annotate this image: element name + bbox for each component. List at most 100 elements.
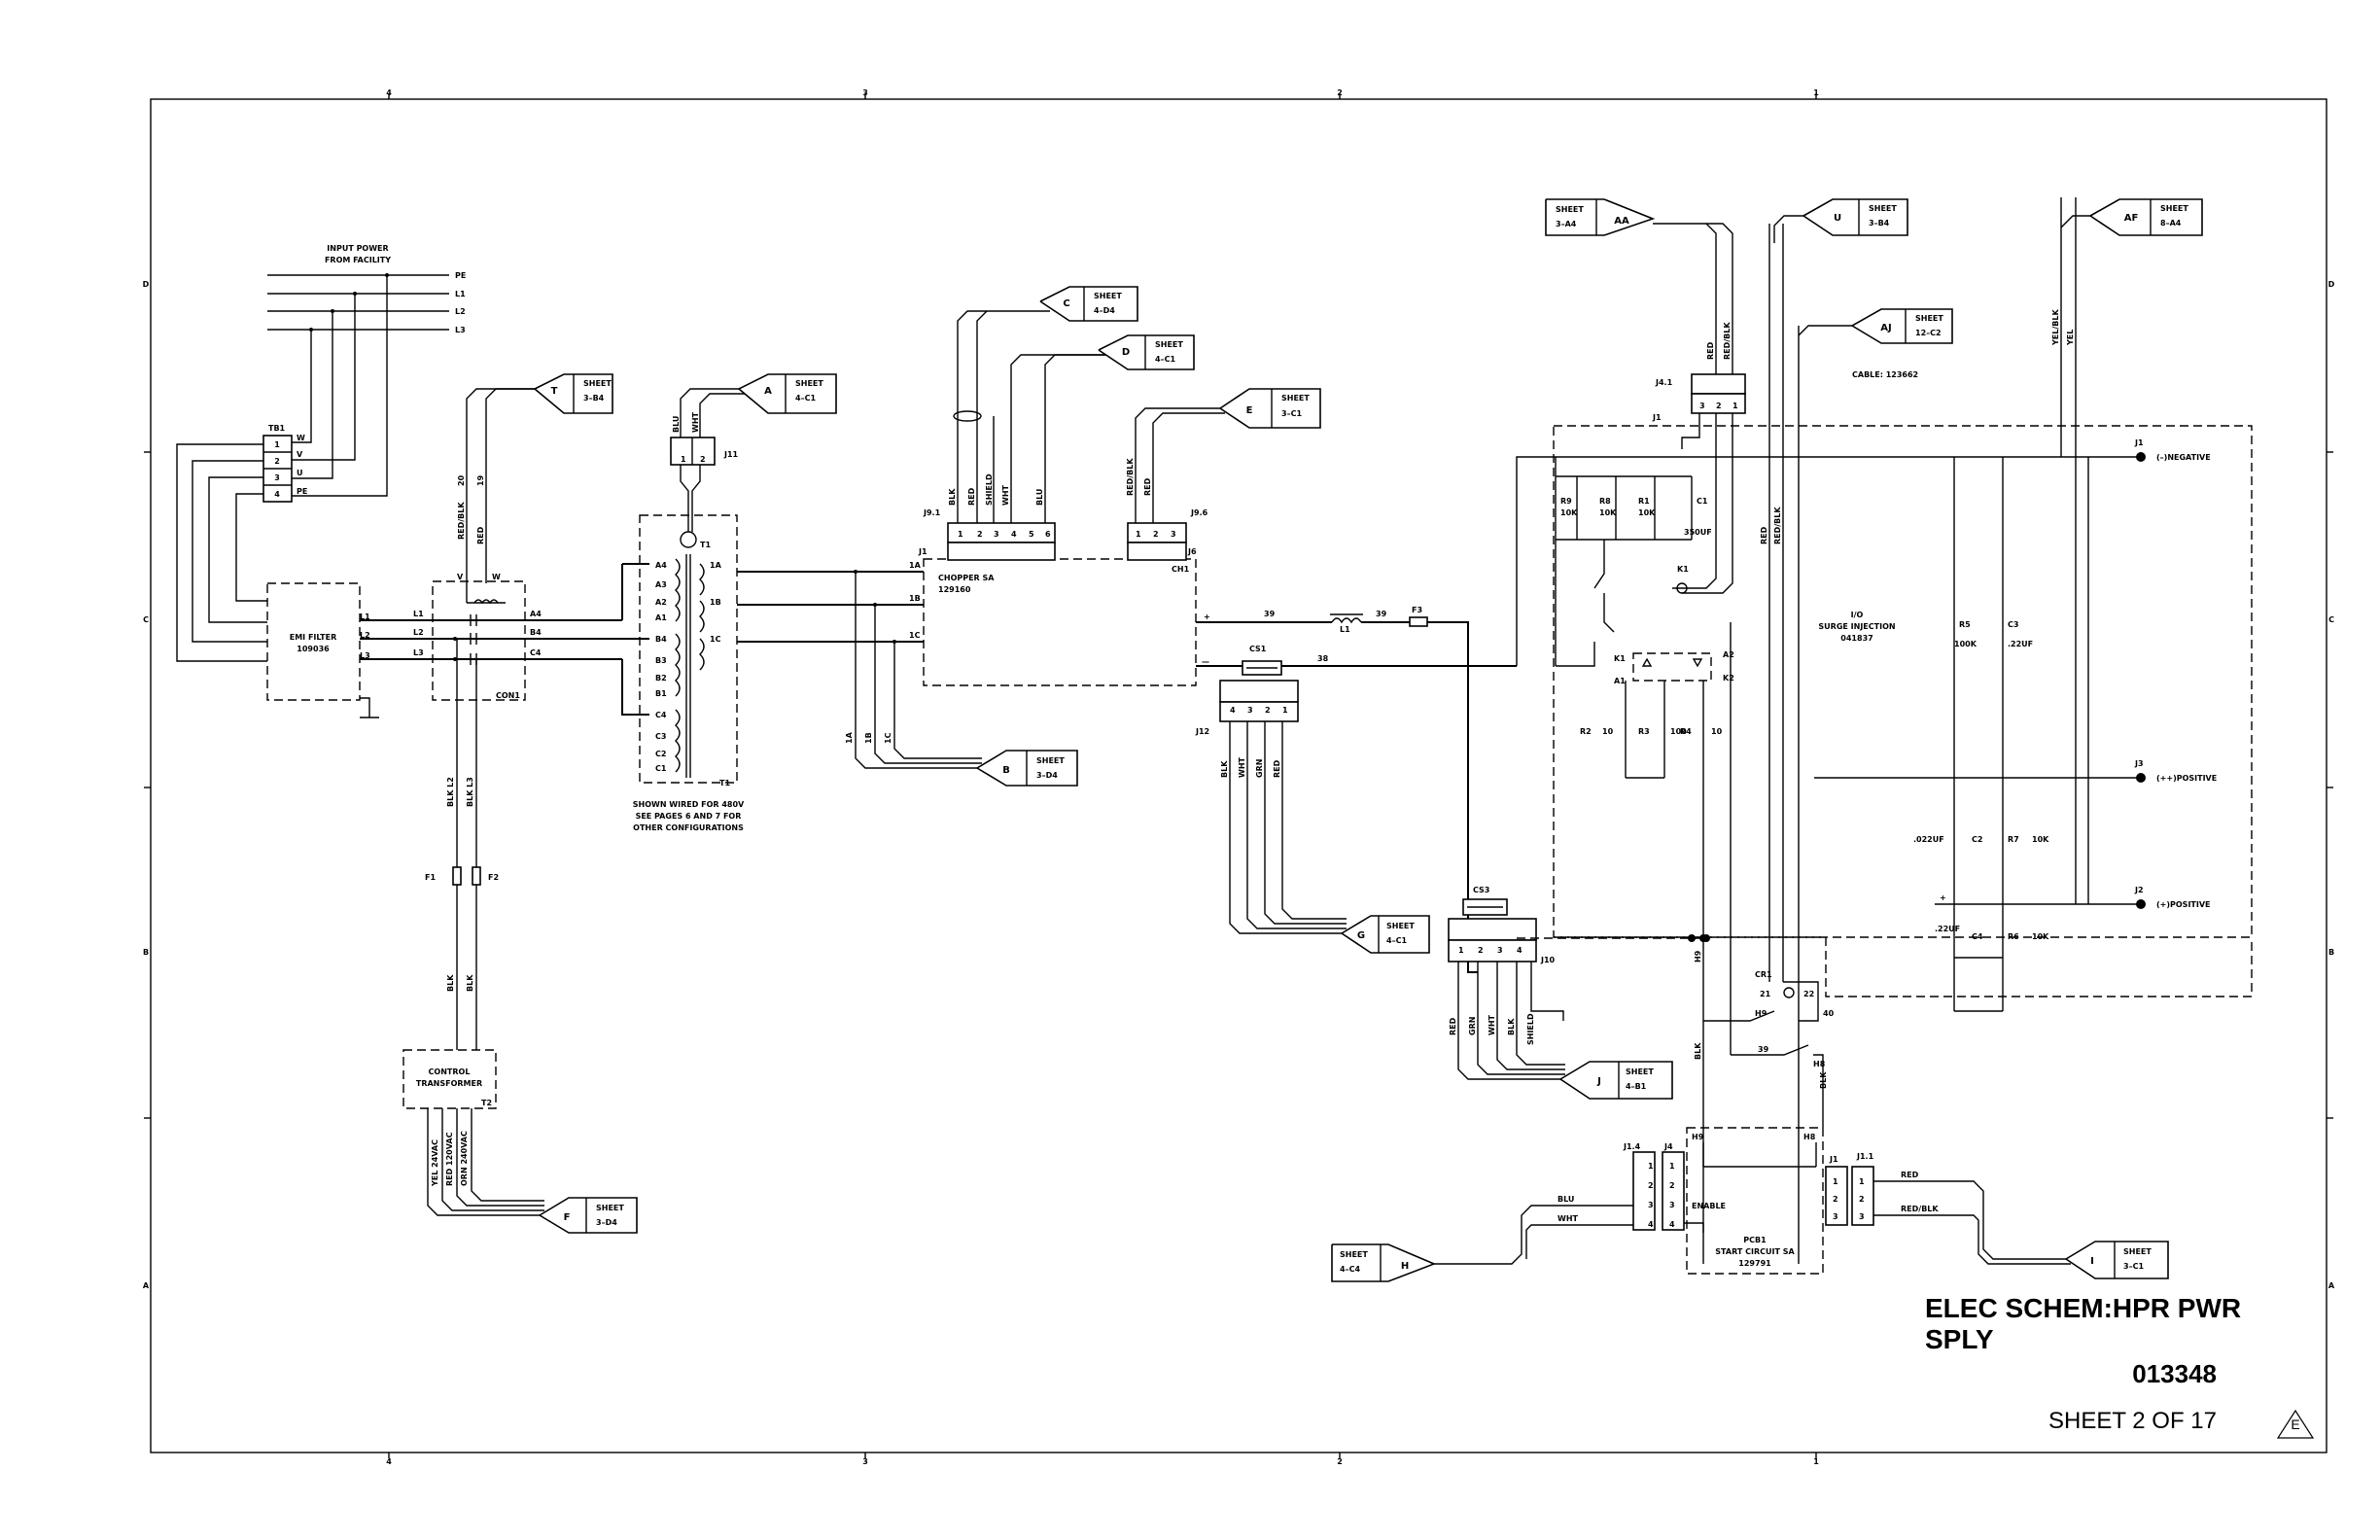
- pcb1-part: 129791: [1738, 1259, 1771, 1268]
- pcb1-j1: J1: [1829, 1155, 1838, 1164]
- line-label: L1: [455, 290, 466, 298]
- ref-A: A SHEET 4–C1: [738, 373, 837, 414]
- j1-4-label: J1.4: [1623, 1142, 1641, 1151]
- output-j: J3: [2134, 759, 2144, 768]
- surge-injection-board: J1 J4.1 3 2 1 RED RED/BLK CABLE: 123662 …: [1517, 197, 2253, 1264]
- resistor-value: 10: [1711, 727, 1723, 736]
- surge-title: 041837: [1840, 634, 1872, 643]
- chopper-part: 129160: [938, 585, 971, 594]
- wire-label: RED: [1449, 1017, 1457, 1035]
- transformer-id: T2: [481, 1099, 492, 1107]
- secondary-wires: 1A 1B 1C 1A 1B 1C: [737, 561, 982, 769]
- ref-letter: J: [1596, 1076, 1601, 1087]
- fuse-label: F3: [1412, 606, 1422, 614]
- wire-label: 1B: [864, 732, 873, 744]
- emi-filter-part: 109036: [297, 645, 330, 653]
- resistor-value: 10K: [1560, 508, 1578, 517]
- ref-sheet: SHEET: [1340, 1250, 1368, 1259]
- ref-C: C SHEET 4–D4: [1039, 286, 1138, 322]
- control-power: BLK L2 BLK L3 F1 F2 BLK BLK CONTROL TRAN…: [402, 777, 544, 1216]
- pcb1-right-pin: 3: [1833, 1212, 1838, 1221]
- tb1-pin: 3: [274, 473, 280, 482]
- surge-title: I/O: [1851, 611, 1864, 619]
- k2-side: K2: [1723, 674, 1734, 682]
- t1-note: OTHER CONFIGURATIONS: [633, 823, 744, 832]
- row-letter: D: [143, 280, 150, 289]
- revision-letter: E: [2291, 1417, 2300, 1432]
- ref-loc: 4–D4: [1094, 306, 1115, 315]
- ref-F: F SHEET 3–D4: [539, 1197, 638, 1234]
- ref-letter: E: [1246, 405, 1253, 416]
- ref-sheet: SHEET: [1094, 292, 1122, 300]
- wire-label: RED/BLK: [1723, 322, 1732, 360]
- cs1-pin: 1: [1282, 706, 1288, 715]
- cs1-label: CS1: [1249, 645, 1267, 653]
- terminal-negative: [2136, 452, 2146, 462]
- fuse-label: F2: [488, 873, 499, 882]
- t1-tap: A2: [655, 598, 667, 607]
- j4-1-label: J4.1: [1655, 378, 1673, 387]
- k2-side: A2: [1723, 650, 1734, 659]
- pcb1-left-pin: 1: [1669, 1162, 1675, 1171]
- pcb1-h8: H8: [1803, 1133, 1816, 1141]
- input-power: INPUT POWER FROM FACILITY PE L1 L2 L3: [267, 244, 466, 497]
- resistor-value: 10K: [1599, 508, 1617, 517]
- r5-name: R5: [1959, 620, 1971, 629]
- wire-label: SHIELD: [1526, 1013, 1535, 1045]
- wire-label: 1A: [845, 731, 854, 744]
- con1-terminal: C4: [530, 648, 542, 657]
- ref-loc: 4–C1: [1155, 355, 1175, 364]
- cr1-pin: 21: [1760, 990, 1771, 998]
- wire-label: WHT: [1001, 484, 1010, 506]
- c2-name: C2: [1972, 835, 1982, 844]
- resistor-value: 10: [1602, 727, 1614, 736]
- ref-loc: 3–D4: [596, 1218, 617, 1227]
- j1-label: J1: [1652, 413, 1662, 422]
- fuse-f1: [452, 866, 462, 886]
- row-letter: A: [143, 1281, 150, 1290]
- ref-letter: H: [1401, 1261, 1409, 1272]
- cs3-pin: 1: [1458, 946, 1464, 955]
- pcb1-label: PCB1: [1743, 1236, 1767, 1244]
- r5-value: 100K: [1954, 640, 1978, 648]
- chopper-input: 1B: [909, 594, 921, 603]
- revision-triangle-icon: [2276, 1409, 2315, 1439]
- ref-E: E SHEET 3–C1: [1219, 388, 1321, 429]
- t1-tap: A3: [655, 580, 667, 589]
- cs3-pin: 4: [1517, 946, 1522, 955]
- output-label: (–)NEGATIVE: [2156, 453, 2211, 462]
- resistor-name: R8: [1599, 497, 1611, 506]
- wire-label: BLK L2: [446, 777, 455, 807]
- tb1-terminal-block: TB1 1 2 3 4 W V U PE: [176, 424, 307, 662]
- transformer-output: RED 120VAC: [445, 1132, 454, 1186]
- j1-4-pin: 4: [1648, 1220, 1654, 1229]
- output-j: J1: [2134, 438, 2144, 447]
- t1-tap: B3: [655, 656, 667, 665]
- pcb1-right-pin: 2: [1833, 1195, 1838, 1204]
- cs1-pin: 4: [1230, 706, 1236, 715]
- j9-6-connector: 1 2 3 J9.6 J6 RED/BLK RED: [1126, 407, 1225, 561]
- ref-letter: D: [1122, 347, 1130, 358]
- ref-loc: 3–B4: [583, 394, 605, 402]
- row-letter: B: [143, 948, 149, 957]
- con1-top: V: [457, 573, 464, 581]
- chopper-label: CHOPPER SA: [938, 574, 995, 582]
- ref-loc: 4–C1: [1386, 936, 1407, 945]
- sheet-number: SHEET 2 OF 17: [2048, 1408, 2217, 1434]
- col-number: 1: [1813, 1457, 1819, 1466]
- resistor-name: R9: [1560, 497, 1572, 506]
- cs3-current-sensor: CS3 1 2 3 4 J10 RED GRN WHT BLK SHIELD: [1448, 622, 1565, 1080]
- output-label: (+)POSITIVE: [2156, 900, 2211, 909]
- cable-label: CABLE: 123662: [1852, 370, 1918, 379]
- j11-connector: 1 2 J11 BLU WHT: [670, 388, 758, 532]
- wire-label: RED/BLK: [1126, 458, 1135, 496]
- j11-pin: 2: [700, 455, 706, 464]
- surge-title: SURGE INJECTION: [1818, 622, 1895, 631]
- tb1-name: PE: [297, 487, 307, 496]
- drawing-title: ELEC SCHEM:HPR PWR SPLY: [1925, 1293, 2242, 1354]
- c3-value: .22UF: [2008, 640, 2033, 648]
- ref-loc: 4–C1: [795, 394, 816, 402]
- cr1-relay: CR1 21 22 H9 40 39 H8 H9 BLK BLK: [1694, 622, 1835, 1128]
- chopper-plus: +: [1204, 612, 1210, 621]
